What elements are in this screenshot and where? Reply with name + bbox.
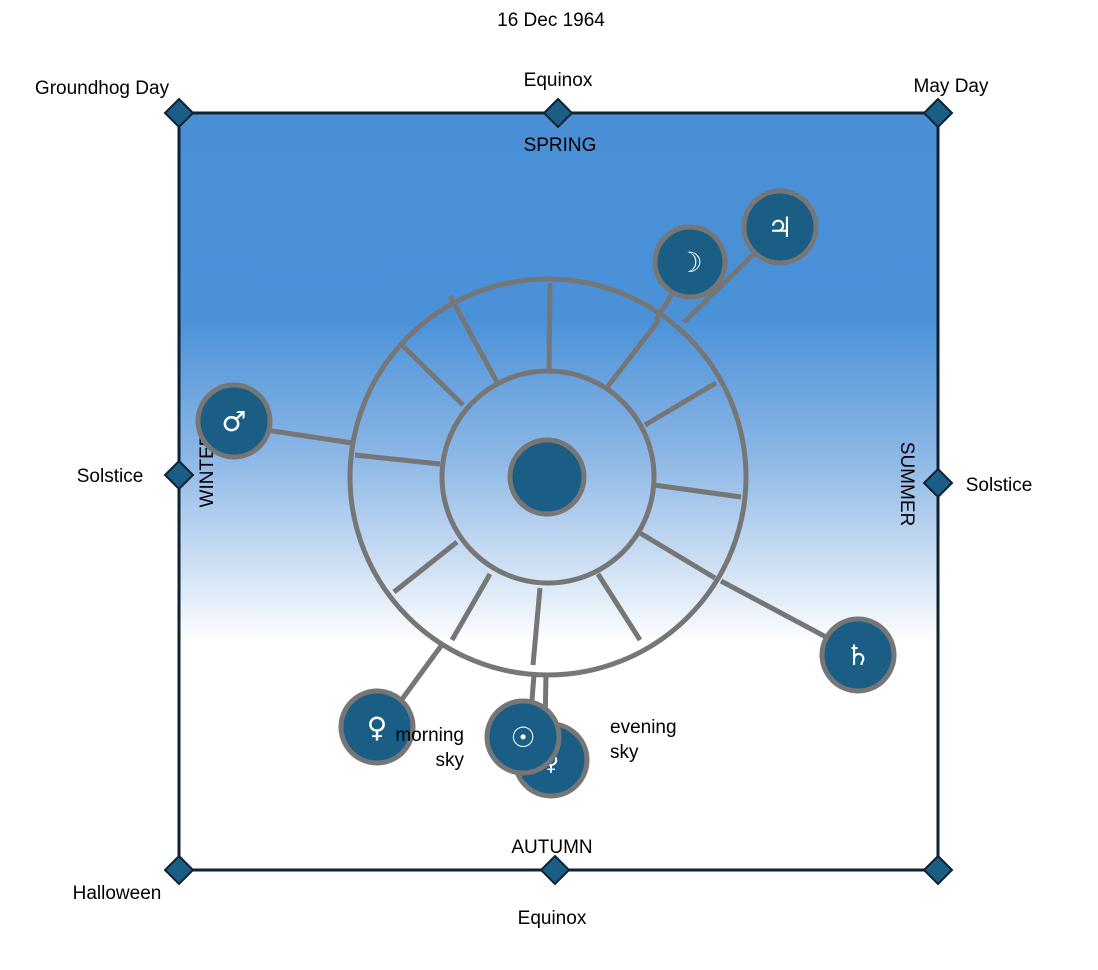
label-may-day: May Day (914, 76, 989, 97)
evening-sky-line1: evening (610, 717, 677, 738)
jupiter-icon: ♃ (767, 211, 792, 244)
wheel-spokes (354, 282, 742, 666)
label-groundhog-day: Groundhog Day (35, 78, 170, 99)
label-spring-equinox: Equinox (524, 70, 593, 91)
marker-spring-equinox (542, 97, 574, 129)
planet-saturn: ♄ (819, 616, 897, 694)
outer-ring (347, 276, 749, 678)
venus-icon: ♀ (367, 711, 388, 744)
marker-halloween (163, 854, 195, 886)
label-winter-solstice: Solstice (77, 466, 144, 487)
earth-center (507, 437, 587, 517)
planet-venus: ♀ (338, 688, 416, 766)
wheel (265, 250, 828, 726)
date-title: 16 Dec 1964 (497, 10, 605, 31)
marker-groundhog-day (163, 97, 195, 129)
planet-sun: ☉ (484, 698, 562, 776)
saturn-icon: ♄ (845, 639, 870, 672)
markers (163, 97, 954, 886)
marker-summer-solstice (922, 467, 954, 499)
marker-may-day (922, 97, 954, 129)
moon-icon: ☽ (677, 246, 702, 279)
season-autumn: AUTUMN (511, 837, 592, 858)
label-autumn-equinox: Equinox (518, 908, 587, 929)
mars-icon: ♂ (221, 405, 246, 438)
evening-sky-line2: sky (610, 742, 639, 763)
season-spring: SPRING (524, 135, 597, 156)
planet-connectors (265, 250, 828, 726)
morning-sky-line1: morning (395, 725, 464, 746)
season-summer: SUMMER (896, 442, 917, 526)
marker-bottom-right (922, 854, 954, 886)
marker-autumn-equinox (539, 854, 571, 886)
marker-winter-solstice (163, 459, 195, 491)
sun-icon: ☉ (510, 721, 535, 754)
morning-sky-line2: sky (436, 750, 465, 771)
planet-jupiter: ♃ (741, 188, 819, 266)
planets: ♃ ☽ ♂ ♄ ♀ ☿ ☉ (195, 188, 897, 799)
label-summer-solstice: Solstice (966, 475, 1033, 496)
planet-mars: ♂ (195, 382, 273, 460)
label-halloween: Halloween (73, 883, 162, 904)
planet-moon: ☽ (652, 224, 728, 300)
